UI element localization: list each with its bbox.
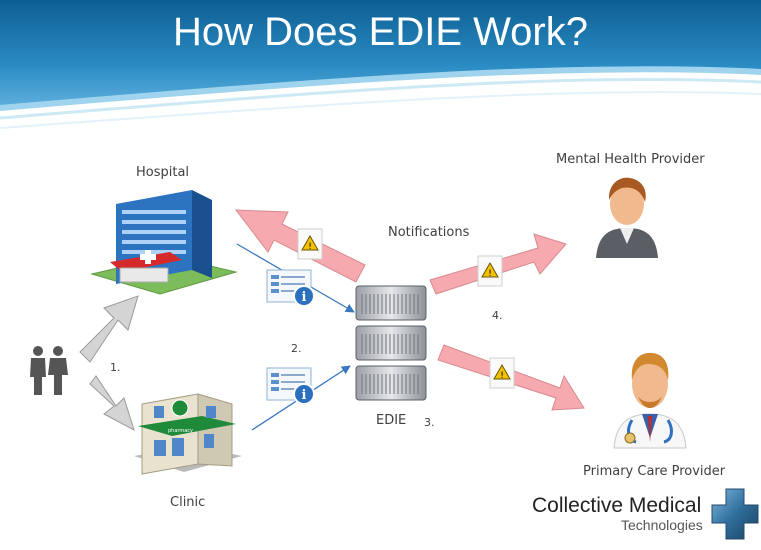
logo-text-tagline: Technologies	[621, 517, 703, 533]
notifications-label: Notifications	[388, 225, 470, 240]
slide-title: How Does EDIE Work?	[173, 10, 588, 54]
warning-doc-icon: !	[489, 357, 515, 389]
hospital-label: Hospital	[136, 165, 190, 180]
arrow-people-to-hospital	[79, 295, 139, 363]
primary-care-provider-avatar	[613, 352, 687, 449]
svg-text:!: !	[500, 371, 504, 381]
primary-care-provider-label: Primary Care Provider	[583, 464, 726, 479]
info-form-icon: i	[266, 269, 315, 307]
svg-text:i: i	[302, 290, 307, 305]
mental-health-provider-label: Mental Health Provider	[556, 152, 705, 167]
pharmacy-sign: pharmacy	[168, 428, 193, 434]
svg-text:!: !	[488, 269, 492, 279]
step-2-label: 2.	[291, 342, 302, 355]
clinic-icon: pharmacy	[134, 393, 242, 475]
warning-doc-icon: !	[477, 255, 503, 287]
header-band	[0, 0, 761, 129]
step-4-label: 4.	[492, 309, 503, 322]
medical-cross-logo-icon	[711, 488, 759, 540]
mental-health-provider-avatar	[596, 177, 658, 258]
edie-label: EDIE	[376, 413, 407, 428]
svg-text:i: i	[302, 388, 307, 403]
warning-doc-icon: !	[297, 228, 323, 260]
logo-text-company: Collective Medical	[532, 494, 702, 517]
hospital-icon	[90, 190, 238, 295]
svg-text:!: !	[308, 242, 312, 252]
step-3-label: 3.	[424, 416, 435, 429]
clinic-label: Clinic	[170, 495, 206, 510]
people-icon	[30, 346, 68, 395]
info-form-icon: i	[266, 367, 315, 405]
arrow-people-to-clinic	[89, 375, 135, 432]
edie-server-icon	[355, 285, 427, 401]
step-1-label: 1.	[110, 361, 121, 374]
